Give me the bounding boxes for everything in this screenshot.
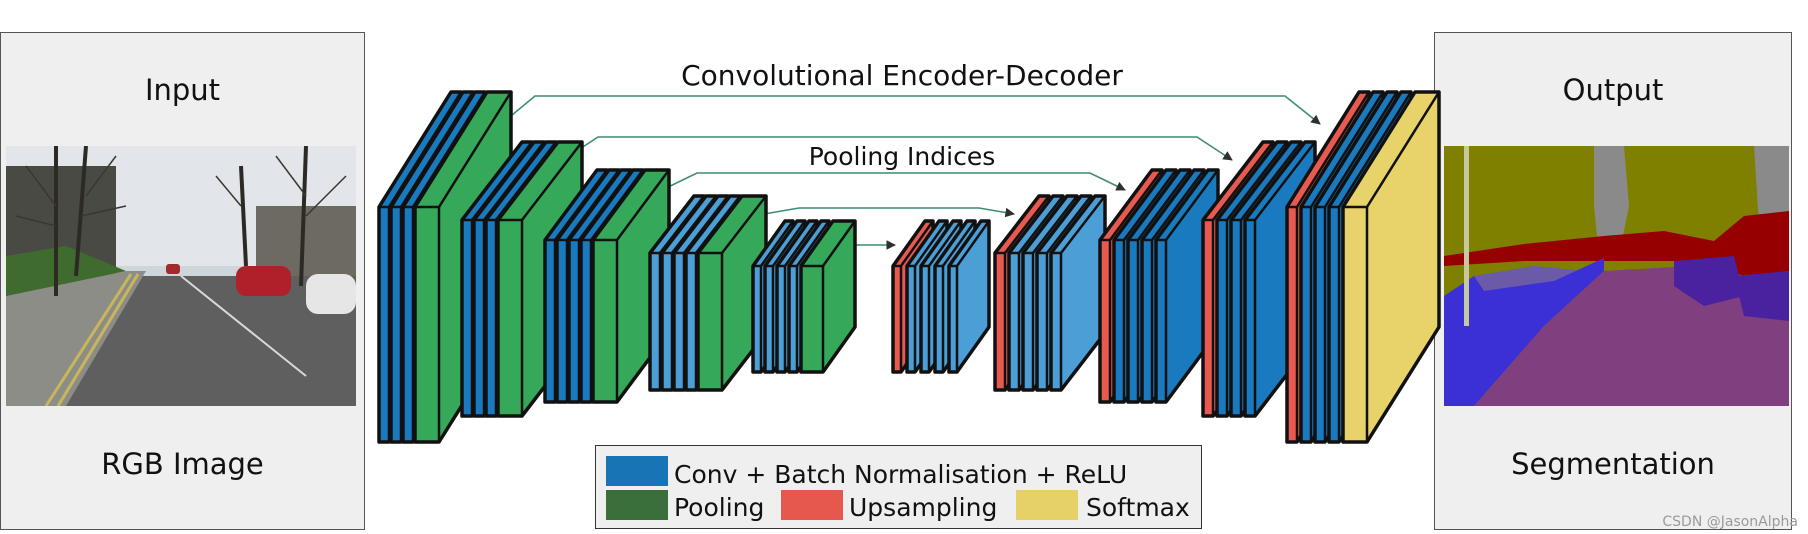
input-photo — [6, 146, 356, 406]
conv-layer-6-5 — [947, 219, 991, 374]
softmax-layer-10-5 — [1341, 90, 1441, 444]
pooling-layer-5-5 — [799, 219, 857, 374]
input-title: Input — [144, 73, 221, 107]
legend-label-conv: Conv + Batch Normalisation + ReLU — [674, 460, 1128, 489]
output-segmentation-map — [1444, 146, 1789, 406]
legend-label-softmax: Softmax — [1086, 493, 1190, 522]
pooling-index-arrow-3 — [661, 172, 1126, 191]
pooling-indices-label: Pooling Indices — [809, 142, 996, 171]
street-scene-image — [6, 146, 356, 406]
diagram-title: Convolutional Encoder-Decoder — [681, 59, 1123, 92]
legend-swatch-pooling — [606, 490, 668, 520]
watermark: CSDN @JasonAlpha — [1662, 514, 1798, 530]
legend-label-pooling: Pooling — [674, 493, 765, 522]
output-title: Output — [1562, 73, 1664, 107]
legend: Conv + Batch Normalisation + ReLU Poolin… — [595, 445, 1202, 529]
conv-layer-7-5 — [1049, 194, 1107, 392]
legend-swatch-upsampling — [781, 490, 843, 520]
pooling-indices-arrows — [499, 95, 1321, 250]
legend-label-upsampling: Upsampling — [849, 493, 998, 522]
input-caption: RGB Image — [101, 447, 264, 481]
legend-swatch-conv — [606, 456, 668, 486]
segmentation-image — [1444, 146, 1789, 406]
pooling-index-arrow-1 — [499, 95, 1321, 126]
output-caption: Segmentation — [1511, 447, 1715, 481]
legend-swatch-softmax — [1016, 490, 1078, 520]
pooling-layer-4-5 — [696, 194, 768, 392]
network-layers — [377, 90, 1441, 444]
pooling-index-arrow-4 — [763, 207, 1015, 218]
